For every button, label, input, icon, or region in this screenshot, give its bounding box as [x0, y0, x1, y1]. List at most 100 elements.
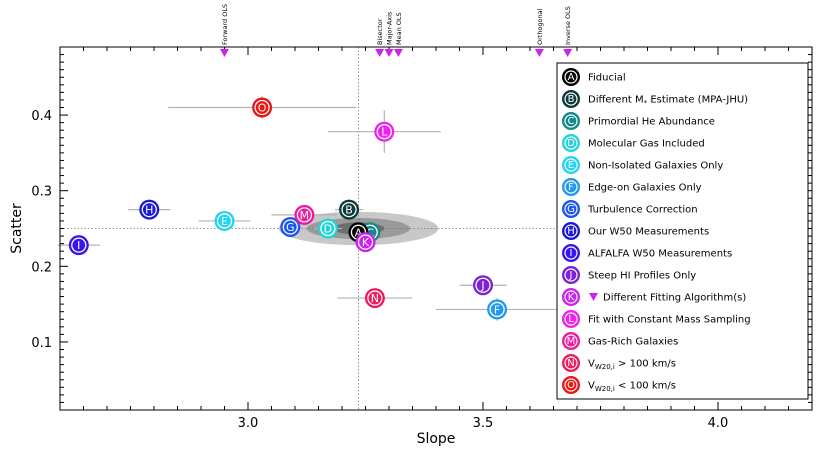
legend-marker-ring [564, 92, 578, 106]
legend-marker-ring [564, 290, 578, 304]
top-marker-label: Orthogonal [536, 8, 544, 45]
data-point: O [252, 97, 273, 118]
point-letter: C [366, 226, 374, 239]
legend-marker-ring [564, 268, 578, 282]
top-marker-triangle [534, 49, 544, 57]
point-ring [216, 213, 233, 229]
legend-entry: I ALFALFA W50 Measurements [562, 244, 732, 262]
legend-label: ALFALFA W50 Measurements [588, 249, 732, 260]
point-letter: K [362, 236, 370, 249]
legend-entry: A Fiducial [562, 68, 626, 86]
legend-entry: G Turbulence Correction [562, 200, 698, 218]
point-letter: B [345, 204, 353, 217]
legend-label: Gas-Rich Galaxies [588, 337, 678, 348]
legend-marker-letter: B [568, 94, 575, 105]
point-letter: G [286, 221, 295, 234]
x-tick-label: 4.0 [708, 416, 729, 431]
legend-entry: B Different M* Estimate (MPA-JHU) [562, 90, 748, 108]
legend-label: VW20,i < 100 km/s [588, 381, 676, 394]
data-point: I [68, 235, 89, 256]
data-point: G [280, 216, 301, 237]
point-letter: M [300, 209, 310, 222]
point-ring [320, 220, 336, 237]
legend-marker-ring [564, 158, 578, 172]
legend-label: Non-Isolated Galaxies Only [588, 161, 723, 172]
legend-marker-ring [564, 70, 578, 84]
top-marker-triangle [563, 49, 573, 57]
data-point: K [355, 232, 376, 253]
point-letter: A [355, 226, 363, 239]
legend-marker-letter: G [567, 204, 575, 215]
legend-marker-ring [564, 312, 578, 326]
point-ring [367, 290, 383, 306]
legend-triangle-icon [589, 293, 598, 301]
data-point: L [374, 121, 395, 142]
legend-marker-ring [564, 114, 578, 128]
data-point: B [339, 199, 360, 220]
data-point: H [139, 199, 160, 220]
legend-marker-ring [564, 180, 578, 194]
legend-label: Primordial He Abundance [588, 117, 715, 128]
legend-marker-letter: E [568, 160, 574, 171]
top-marker-triangle [384, 49, 394, 57]
legend-box [556, 62, 809, 400]
legend-marker-ring [564, 136, 578, 150]
legend-label: Different M* Estimate (MPA-JHU) [588, 95, 748, 108]
legend-label: Different Fitting Algorithm(s) [603, 293, 746, 304]
point-ring [357, 234, 374, 250]
point-ring [71, 237, 87, 253]
legend-marker-letter: D [567, 138, 575, 149]
legend-marker-letter: A [568, 72, 575, 83]
legend-label: Steep HI Profiles Only [588, 271, 696, 282]
legend-entry: D Molecular Gas Included [562, 134, 705, 152]
legend-label: Molecular Gas Included [588, 139, 705, 150]
legend-entry: O VW20,i < 100 km/s [562, 376, 676, 394]
point-letter: O [258, 102, 267, 115]
top-marker-label: Forward OLS [221, 4, 229, 45]
y-tick-label: 0.1 [31, 336, 52, 351]
y-tick-label: 0.4 [31, 109, 52, 124]
y-tick-label: 0.3 [31, 185, 52, 200]
top-marker-label: Mean OLS [395, 12, 403, 45]
data-point: N [364, 288, 385, 309]
point-letter: L [381, 126, 388, 139]
y-axis-title: Scatter [9, 203, 25, 254]
top-marker-triangle [220, 49, 229, 57]
legend-marker-letter: I [570, 248, 573, 259]
legend-marker-letter: L [568, 314, 574, 325]
data-point: J [473, 275, 493, 296]
point-ring [282, 219, 298, 235]
legend-marker-letter: O [567, 380, 575, 391]
x-axis-title: Slope [417, 431, 456, 447]
top-marker-label: Major-Axis [386, 11, 394, 45]
y-tick-label: 0.2 [31, 260, 52, 275]
x-tick-label: 3.0 [238, 416, 259, 431]
point-letter: J [480, 279, 484, 292]
legend-entry: E Non-Isolated Galaxies Only [562, 156, 723, 174]
legend-marker-ring [564, 334, 578, 348]
data-point: E [214, 210, 235, 231]
legend-marker-letter: K [568, 292, 575, 303]
data-point: M [294, 204, 315, 225]
point-letter: H [145, 204, 153, 217]
point-ring [475, 277, 491, 293]
top-marker-triangle [393, 49, 403, 57]
data-point: D [317, 218, 338, 239]
legend-label: Edge-on Galaxies Only [588, 183, 702, 194]
legend-label: Fiducial [588, 73, 626, 84]
point-letter: D [324, 223, 332, 236]
data-point: F [487, 299, 508, 320]
point-letter: E [221, 215, 228, 228]
legend-entry: K Different Fitting Algorithm(s) [562, 288, 746, 306]
legend-label: Turbulence Correction [587, 205, 698, 216]
point-ring [254, 99, 270, 116]
top-marker-label: Inverse OLS [564, 6, 572, 45]
point-ring [489, 301, 505, 318]
point-letter: I [77, 239, 80, 252]
